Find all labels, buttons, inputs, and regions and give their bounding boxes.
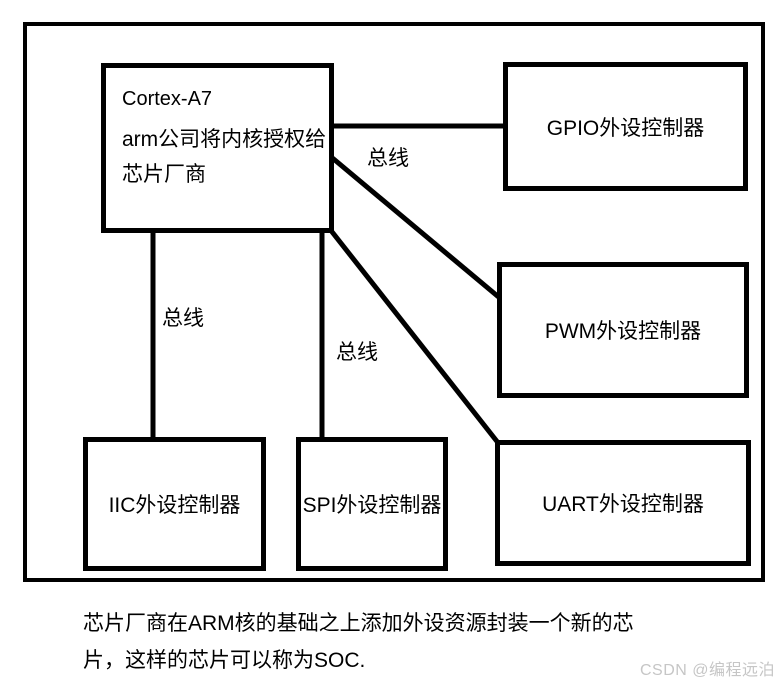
gpio-controller-label: GPIO外设控制器 (546, 116, 705, 140)
bus-label-spi: 总线 (336, 341, 378, 364)
caption-line1: 芯片厂商在ARM核的基础之上添加外设资源封装一个新的芯 (83, 612, 634, 635)
uart-controller-box: UART外设控制器 (495, 440, 751, 566)
gpio-controller-box: GPIO外设控制器 (503, 62, 748, 191)
bus-line-uart (327, 226, 501, 446)
watermark: CSDN @编程远泊 (639, 662, 775, 679)
bus-line-pwm (328, 154, 503, 301)
cortex-a7-title: Cortex-A7 (122, 88, 213, 110)
cortex-a7-note-line1: arm公司将内核授权给 (122, 128, 327, 151)
pwm-controller-label: PWM外设控制器 (544, 320, 702, 343)
spi-controller-box: SPI外设控制器 (296, 437, 448, 571)
pwm-controller-box: PWM外设控制器 (497, 262, 749, 398)
spi-controller-label: SPI外设控制器 (302, 494, 442, 517)
caption: 芯片厂商在ARM核的基础之上添加外设资源封装一个新的芯 片，这样的芯片可以称为S… (83, 605, 634, 679)
bus-label-iic: 总线 (162, 307, 204, 330)
caption-line2: 片，这样的芯片可以称为SOC. (83, 649, 366, 672)
uart-controller-label: UART外设控制器 (542, 493, 704, 516)
cortex-a7-box: Cortex-A7 arm公司将内核授权给 芯片厂商 (101, 63, 334, 233)
iic-controller-box: IIC外设控制器 (83, 437, 266, 571)
soc-boundary-rect (23, 22, 765, 582)
iic-controller-label: IIC外设控制器 (108, 494, 241, 517)
bus-label-gpio: 总线 (367, 147, 409, 170)
cortex-a7-note-line2: 芯片厂商 (122, 163, 206, 186)
